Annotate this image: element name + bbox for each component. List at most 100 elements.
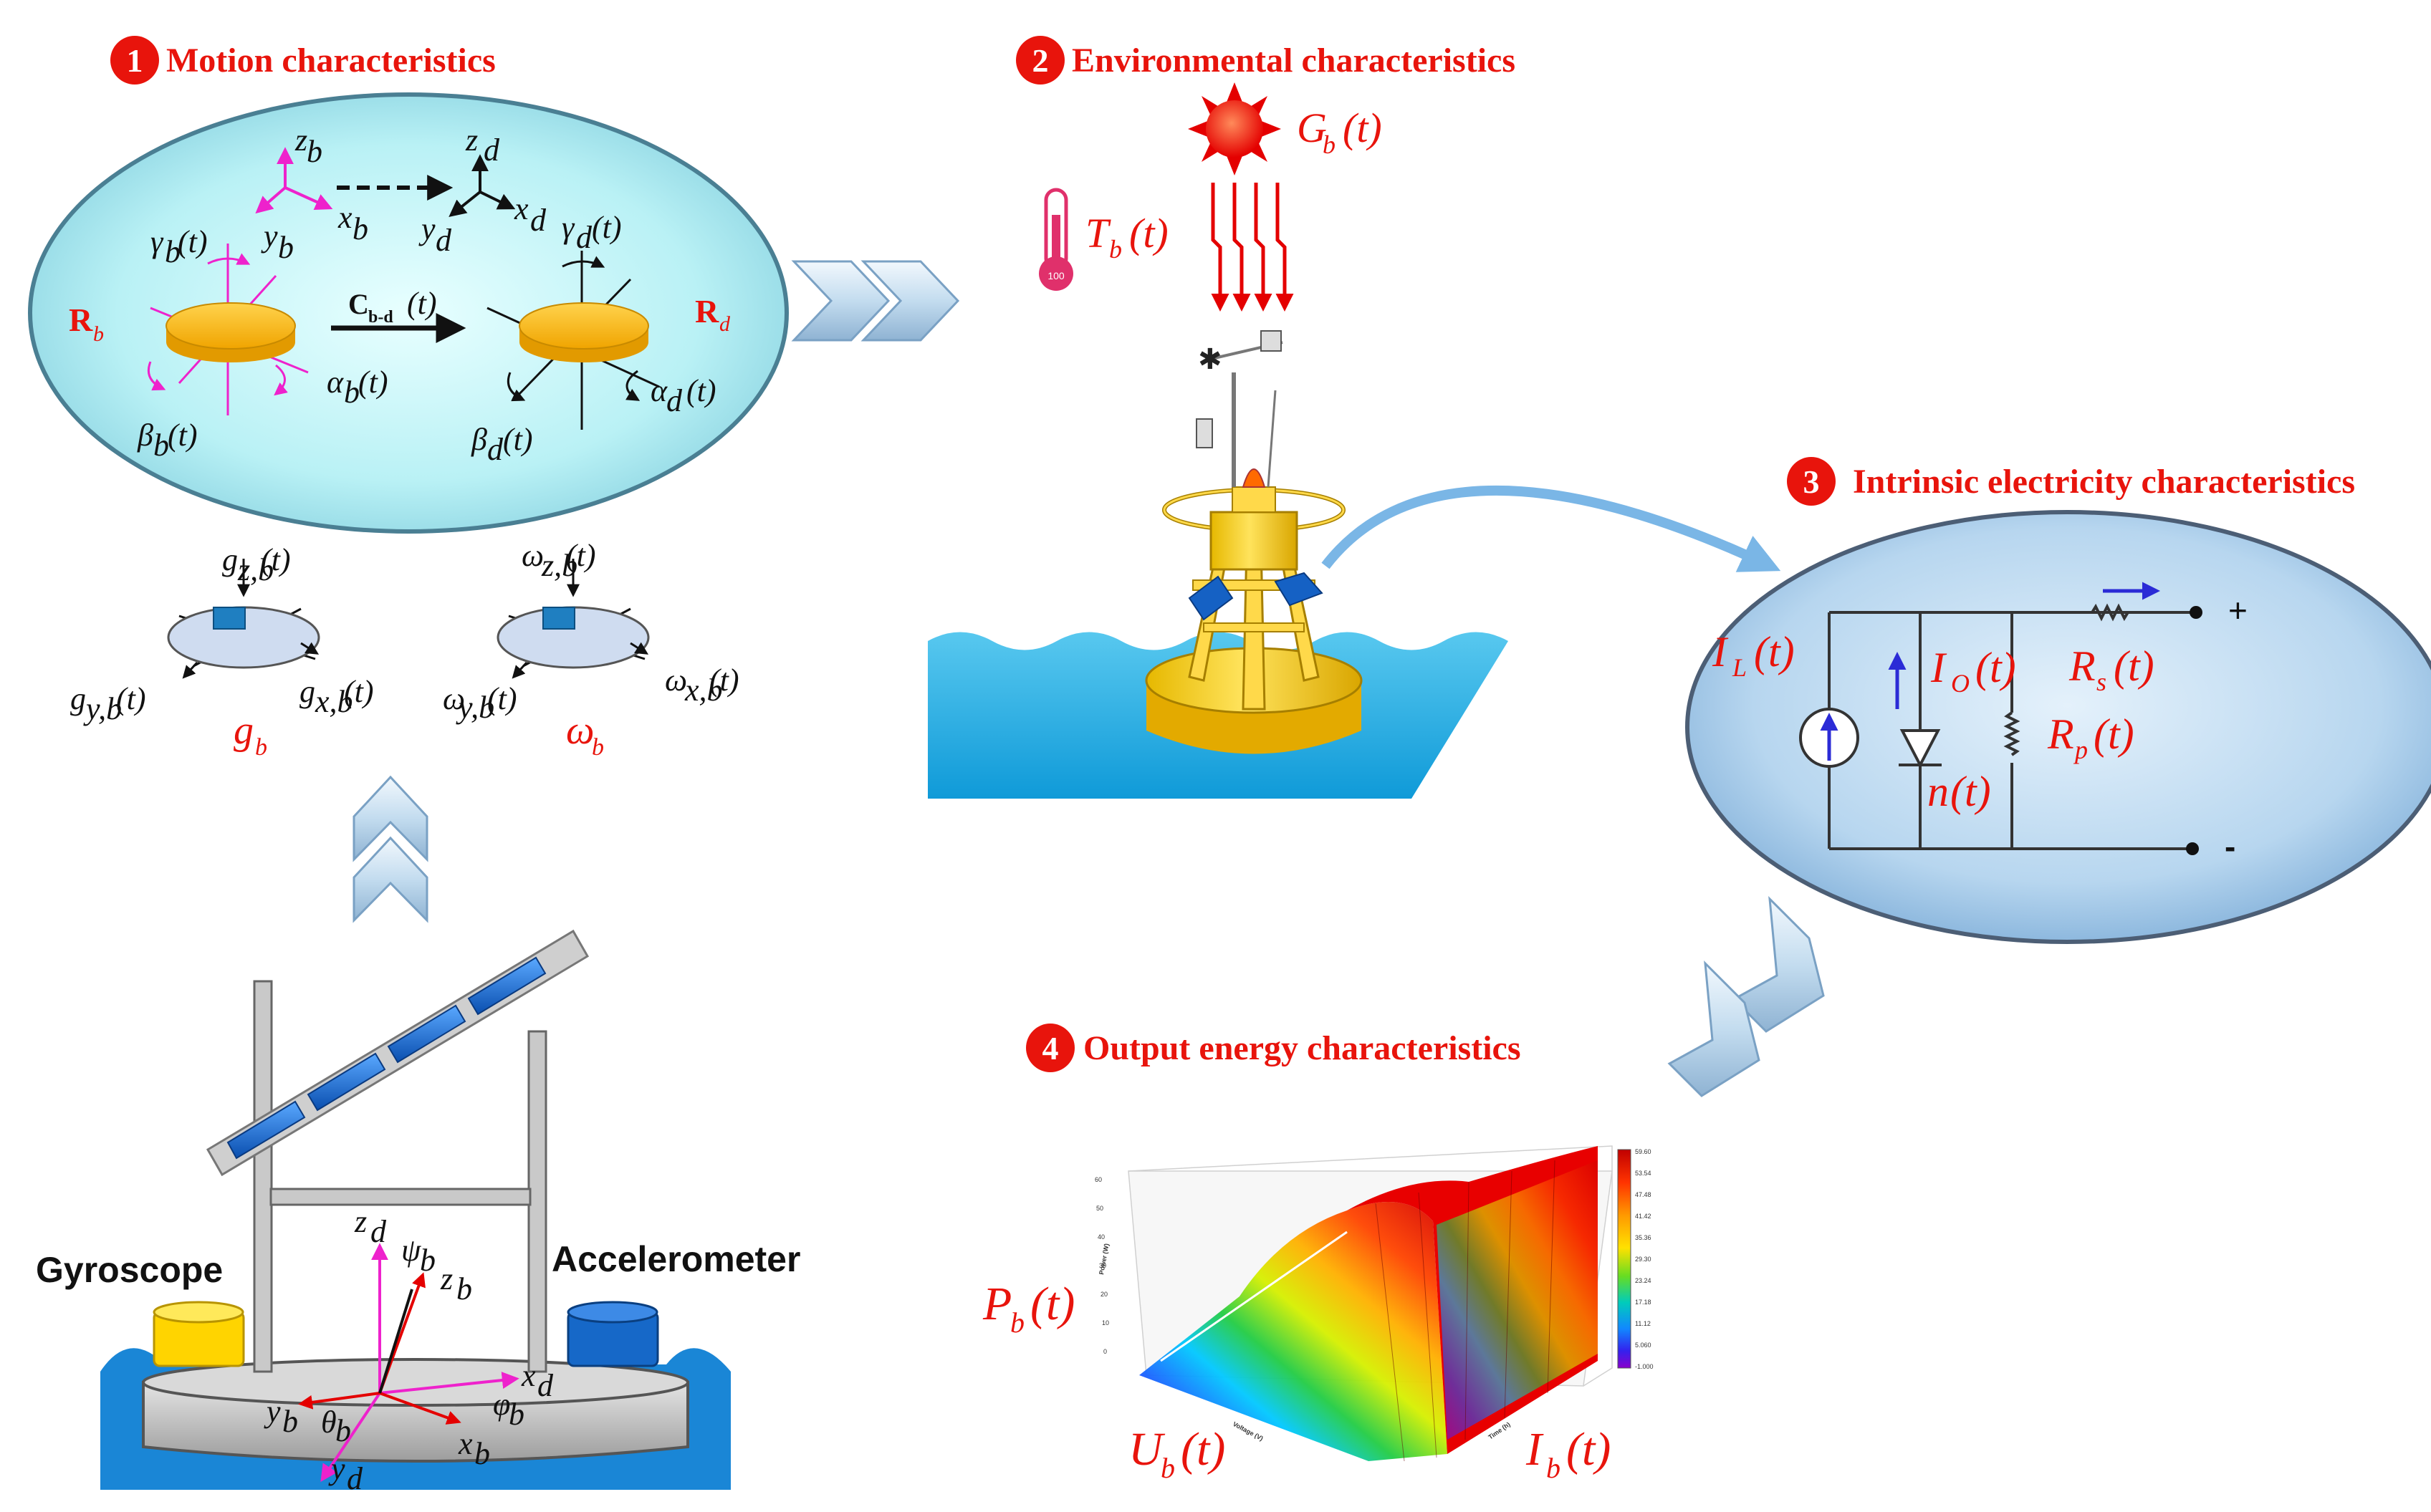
section-4-badge xyxy=(1026,1024,1075,1072)
z-tick-20: 20 xyxy=(1101,1291,1108,1298)
svg-text:✱: ✱ xyxy=(1198,343,1222,376)
Cbd-sub: b-d xyxy=(368,308,393,327)
irradiance-rays xyxy=(1211,183,1294,312)
xd-sub: d xyxy=(530,203,547,238)
Ub-sub: b xyxy=(1161,1452,1175,1484)
cbar-tick: 17.18 xyxy=(1635,1299,1651,1306)
beta-b-label: β xyxy=(137,418,153,453)
gx-sub: x,b xyxy=(315,684,353,719)
IL-label: I xyxy=(1712,628,1729,675)
gb-label: g xyxy=(234,708,254,753)
irradiance-sub: b xyxy=(1323,130,1336,159)
diode-icon xyxy=(1899,729,1942,769)
circuit-oval xyxy=(1685,510,2431,944)
gx-label: g xyxy=(299,674,315,709)
alpha-d-sub: d xyxy=(666,383,683,418)
buoy-to-circuit-arrow xyxy=(1321,485,1781,572)
wy-arg: (t) xyxy=(487,681,517,716)
yd-label: y xyxy=(418,211,436,246)
platform-phi-sub: b xyxy=(509,1397,524,1432)
alpha-b-label: α xyxy=(327,365,344,400)
cbar-tick: 29.30 xyxy=(1635,1256,1651,1263)
solar-platform: z d ψ b z b x d φ b x b y b θ b y d xyxy=(100,929,731,1496)
gyroscope-device xyxy=(153,1301,245,1367)
alpha-d-arg: (t) xyxy=(686,373,716,408)
temperature-sub: b xyxy=(1109,235,1122,264)
zd-sub: d xyxy=(484,133,500,168)
n-arg: (t) xyxy=(1950,768,1991,815)
Rs-arg: (t) xyxy=(2114,642,2154,690)
z-tick-50: 50 xyxy=(1096,1205,1103,1212)
Pb-label: P xyxy=(982,1278,1012,1330)
gamma-d-arg: (t) xyxy=(592,210,622,245)
gy-arg: (t) xyxy=(116,681,146,716)
platform-yd-sub: d xyxy=(347,1461,363,1496)
section-2-label: Environmental characteristics xyxy=(1072,42,1515,80)
accelerometer-device xyxy=(567,1301,659,1367)
alpha-d-label: α xyxy=(651,373,668,408)
desired-frame-axes xyxy=(449,154,516,217)
platform-zb-label: z xyxy=(440,1261,453,1296)
negative-terminal-label: - xyxy=(2225,828,2235,865)
platform-phi-label: φ xyxy=(493,1387,510,1422)
alpha-b-sub: b xyxy=(344,375,360,410)
wy-sub: y,b xyxy=(456,690,494,725)
gy-sub: y,b xyxy=(83,691,122,726)
section-4-title: 4 Output energy characteristics xyxy=(1026,1024,1521,1072)
zb-sub: b xyxy=(307,134,322,169)
section-4-label: Output energy characteristics xyxy=(1083,1029,1521,1067)
IL-arg: (t) xyxy=(1754,628,1795,675)
wb-label: ω xyxy=(566,708,595,753)
section-2-badge xyxy=(1016,36,1065,85)
Pb-sub: b xyxy=(1010,1306,1025,1339)
Rp-label: R xyxy=(2047,711,2074,758)
motion-oval: z b x b y b z d x d y d γ b xyxy=(28,92,789,534)
section-3-label: Intrinsic electricity characteristics xyxy=(1853,463,2355,501)
section-3-badge xyxy=(1787,457,1836,506)
platform-xb-sub: b xyxy=(474,1436,490,1471)
section-1-number: 1 xyxy=(127,42,143,79)
section-2-number: 2 xyxy=(1032,42,1049,79)
section-3-title: 3 Intrinsic electricity characteristics xyxy=(1787,457,2355,506)
gamma-b-arg: (t) xyxy=(178,224,208,259)
gz-label: g xyxy=(222,542,238,577)
Pb-arg: (t) xyxy=(1030,1278,1075,1330)
section-1-badge xyxy=(110,36,159,85)
output-energy-surface-plot: 60 50 40 30 20 10 0 Power (W) Voltage (V… xyxy=(1095,1145,1654,1462)
gz-arg: (t) xyxy=(261,542,291,577)
section-1-label: Motion characteristics xyxy=(166,42,496,80)
Rd-label: R xyxy=(695,293,719,329)
platform-yb-label: y xyxy=(264,1394,281,1429)
Rs-label: R xyxy=(2068,642,2096,690)
gamma-d-label: γ xyxy=(562,210,575,245)
cbar-tick: 11.12 xyxy=(1635,1320,1651,1327)
platform-zd-sub: d xyxy=(370,1214,387,1249)
voltage-axis-label: Voltage (V) xyxy=(1232,1420,1265,1443)
alpha-b-arg: (t) xyxy=(358,365,388,400)
cbar-tick: 35.36 xyxy=(1635,1234,1651,1241)
beta-d-label: β xyxy=(471,422,487,457)
xb-sub: b xyxy=(353,211,368,246)
zd-label: z xyxy=(465,122,478,158)
irradiance-arg: (t) xyxy=(1343,105,1382,151)
wy-label: ω xyxy=(443,681,465,716)
yb-sub: b xyxy=(278,230,294,265)
wz-sub: z,b xyxy=(541,548,577,583)
platform-xd-label: x xyxy=(521,1358,536,1393)
Ib-label: I xyxy=(1525,1423,1544,1475)
section-1-title: 1 Motion characteristics xyxy=(110,36,496,85)
temperature-label: T xyxy=(1085,210,1111,256)
platform-psi-label: ψ xyxy=(401,1233,421,1268)
gamma-b-label: γ xyxy=(150,224,164,259)
platform-zd-label: z xyxy=(354,1204,367,1239)
xb-label: x xyxy=(337,200,353,235)
platform-psi-sub: b xyxy=(420,1243,436,1278)
sun-icon xyxy=(1188,82,1281,175)
chevron-up-arrows xyxy=(353,775,428,923)
Ib-arg: (t) xyxy=(1566,1423,1611,1475)
thermometer-reading: 100 xyxy=(1047,270,1065,281)
beta-d-sub: d xyxy=(487,432,504,467)
wx-arg: (t) xyxy=(709,663,739,698)
z-tick-60: 60 xyxy=(1095,1176,1102,1183)
wb-sub: b xyxy=(592,734,604,761)
